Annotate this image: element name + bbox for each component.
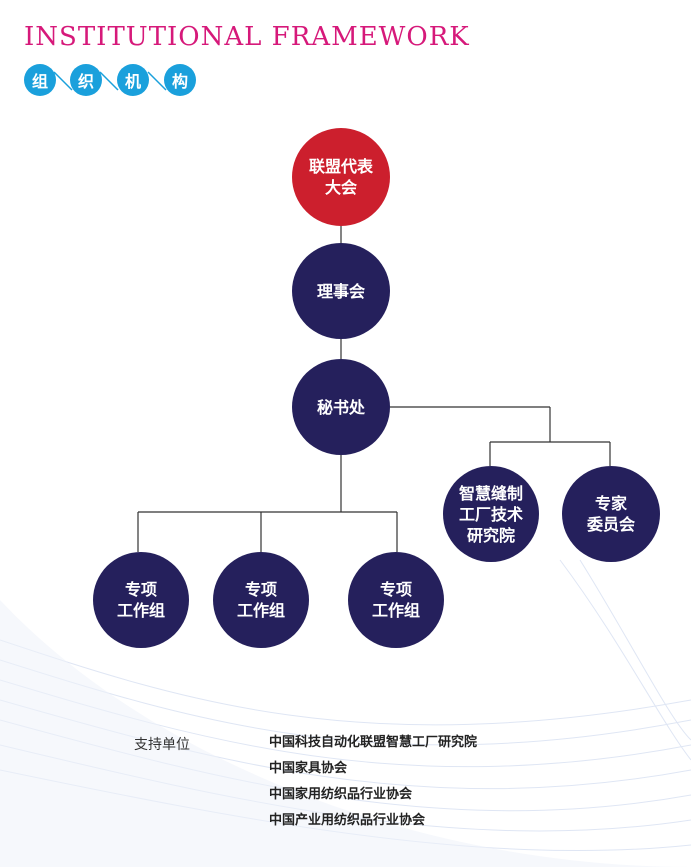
supporter-item: 中国家具协会 <box>269 761 348 776</box>
supporters-list: 中国科技自动化联盟智慧工厂研究院 中国家具协会 中国家用纺织品行业协会 中国产业… <box>269 734 477 838</box>
header-title-zh-connector <box>53 71 167 91</box>
node-institute: 智慧缝制 工厂技术 研究院 <box>443 466 539 562</box>
header-title-en: INSTITUTIONAL FRAMEWORK <box>24 22 470 52</box>
supporter-item: 中国产业用纺织品行业协会 <box>269 813 426 828</box>
node-general-assembly: 联盟代表 大会 <box>292 128 390 226</box>
header-title-zh-char-2: 织 <box>70 64 102 96</box>
supporter-item: 中国家用纺织品行业协会 <box>269 787 413 802</box>
node-council: 理事会 <box>292 243 390 339</box>
node-working-group-3: 专项 工作组 <box>348 552 444 648</box>
header-title-zh-char-1: 组 <box>24 64 56 96</box>
header-title-zh-char-4: 构 <box>164 64 196 96</box>
node-working-group-2: 专项 工作组 <box>213 552 309 648</box>
node-secretariat: 秘书处 <box>292 359 390 455</box>
supporter-item: 中国科技自动化联盟智慧工厂研究院 <box>269 735 478 750</box>
header-title-zh-char-3: 机 <box>117 64 149 96</box>
node-working-group-1: 专项 工作组 <box>93 552 189 648</box>
supporters-label: 支持单位 <box>134 737 190 753</box>
node-expert-committee: 专家 委员会 <box>562 466 660 562</box>
